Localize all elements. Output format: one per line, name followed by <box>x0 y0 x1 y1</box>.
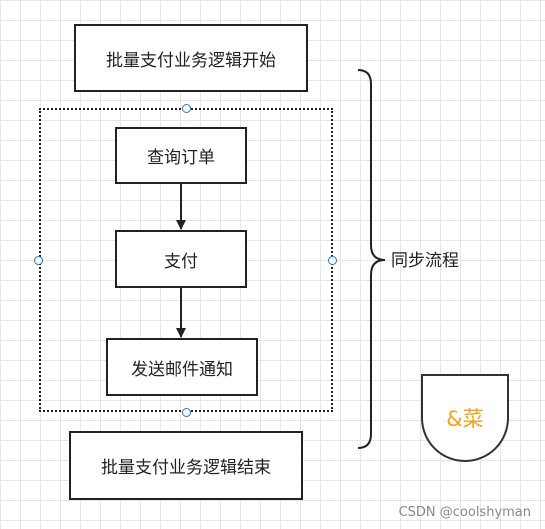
start-box[interactable]: 批量支付业务逻辑开始 <box>74 24 308 92</box>
right-curly-brace[interactable] <box>357 69 386 449</box>
selection-handle-left[interactable] <box>34 256 43 265</box>
step-box-query-order[interactable]: 查询订单 <box>115 127 247 184</box>
drop-shape-label: &菜 <box>446 407 484 431</box>
end-box-label: 批量支付业务逻辑结束 <box>101 458 271 478</box>
step-label: 发送邮件通知 <box>131 359 233 380</box>
end-box[interactable]: 批量支付业务逻辑结束 <box>69 431 303 500</box>
drop-shape[interactable] <box>421 374 509 462</box>
selection-handle-right[interactable] <box>328 256 337 265</box>
brace-label: 同步流程 <box>391 251 459 271</box>
step-box-payment[interactable]: 支付 <box>115 230 247 288</box>
step-label: 查询订单 <box>147 148 215 168</box>
start-box-label: 批量支付业务逻辑开始 <box>106 50 276 71</box>
step-label: 支付 <box>164 251 198 272</box>
selection-handle-top[interactable] <box>182 104 191 113</box>
selection-handle-bottom[interactable] <box>182 408 191 417</box>
watermark: CSDN @coolshyman <box>398 505 531 520</box>
step-box-send-email[interactable]: 发送邮件通知 <box>106 338 258 396</box>
